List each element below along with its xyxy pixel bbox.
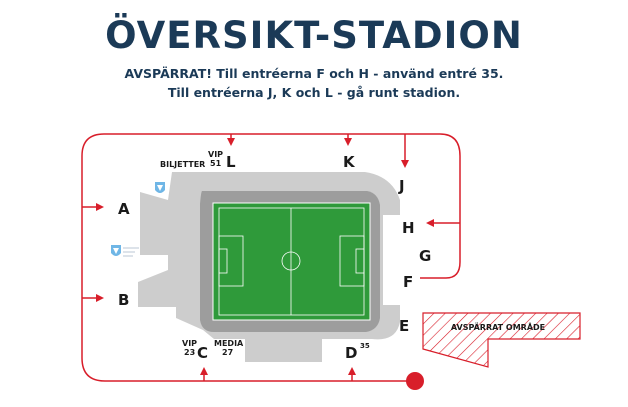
gate-c: C <box>197 344 208 362</box>
gate-k: K <box>343 153 356 171</box>
start-point-marker <box>406 372 424 390</box>
club-shop-sign <box>123 247 139 257</box>
media-label: MEDIA <box>214 339 244 348</box>
club-crest-icon <box>111 245 121 256</box>
gate-f: F <box>403 273 413 291</box>
vip-51-number: 51 <box>210 159 222 168</box>
gate-l: L <box>226 153 236 171</box>
gate-j: J <box>398 177 405 195</box>
football-pitch <box>212 202 371 321</box>
vip-23-number: 23 <box>184 348 195 357</box>
gate-h: H <box>402 219 415 237</box>
closure-notice-line-2: Till entréerna J, K och L - gå runt stad… <box>167 85 461 100</box>
club-crest-icon <box>155 182 165 193</box>
gate-d-number: 35 <box>360 342 370 350</box>
vip-51-label: VIP <box>208 150 223 159</box>
media-number: 27 <box>222 348 233 357</box>
walking-route <box>81 133 461 382</box>
gate-e: E <box>399 317 409 335</box>
gate-a: A <box>118 200 130 218</box>
gate-b: B <box>118 291 129 309</box>
pitch-markings <box>218 207 365 316</box>
restricted-area-label: AVSPÄRRAT OMRÅDE <box>451 322 545 332</box>
restricted-area <box>422 312 581 368</box>
closure-notice-line-1: AVSPÄRRAT! Till entréerna F och H - anvä… <box>124 66 504 81</box>
page-title: ÖVERSIKT-STADION <box>105 14 523 57</box>
gate-g: G <box>419 247 431 265</box>
gate-d: D <box>345 344 357 362</box>
biljetter-label: BILJETTER <box>160 160 205 169</box>
vip-23-label: VIP <box>182 339 197 348</box>
